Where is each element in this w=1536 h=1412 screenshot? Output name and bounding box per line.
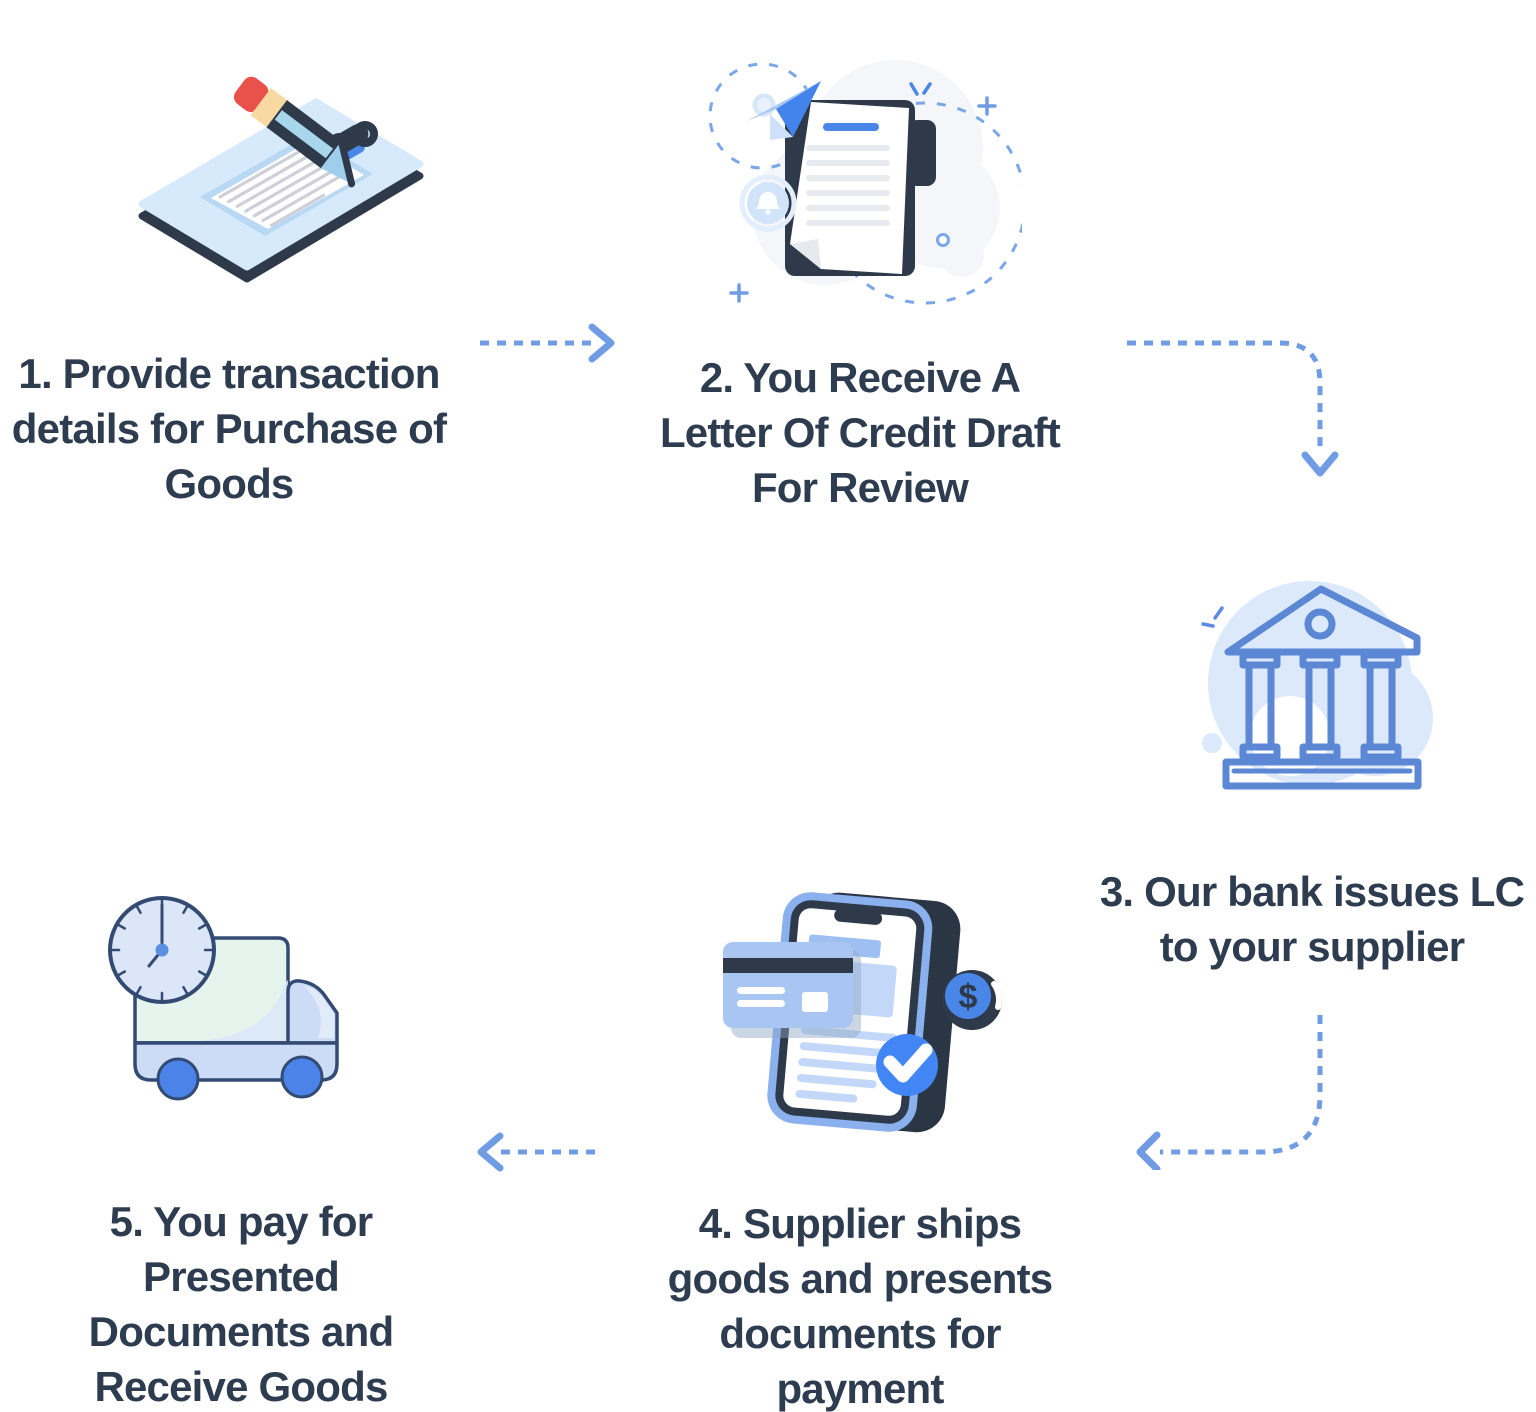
step-3-illustration [1201,581,1433,790]
step-5-illustration [108,896,339,1101]
step-5-caption: 5. You pay for Presented Documents and R… [88,1198,394,1410]
pencil-icon [233,76,356,188]
checkmark-icon [876,1034,938,1096]
dollar-coin-icon: $ [942,970,1003,1030]
clock-icon [108,896,216,1004]
step-4-caption: 4. Supplier ships goods and presents doc… [667,1200,1053,1412]
step-4-illustration: $ [723,892,1003,1133]
truck-icon [133,936,339,1101]
plus-sparkles [729,96,997,303]
arrow-step3-to-step4 [1136,1015,1323,1170]
paper-plane-icon [747,81,821,140]
step-2-caption: 2. You Receive A Letter Of Credit Draft … [659,354,1061,511]
dollar-sign: $ [959,978,978,1016]
credit-card-icon [723,942,861,1038]
sparkle-lines [909,82,932,96]
step-1-caption: 1. Provide transaction details for Purch… [11,350,447,507]
step-1-illustration [138,76,424,283]
step-2-illustration [708,60,1022,305]
bell-icon [739,174,797,232]
arrow-step2-to-step3 [1127,340,1339,477]
sparkle-lines [1201,606,1224,628]
arrow-step4-to-step5 [477,1132,595,1172]
step-3-caption: 3. Our bank issues LC to your supplier [1099,868,1525,970]
document-icon [790,102,909,274]
small-ring [936,233,950,247]
arrow-step1-to-step2 [480,323,615,363]
bank-icon [1222,585,1422,790]
